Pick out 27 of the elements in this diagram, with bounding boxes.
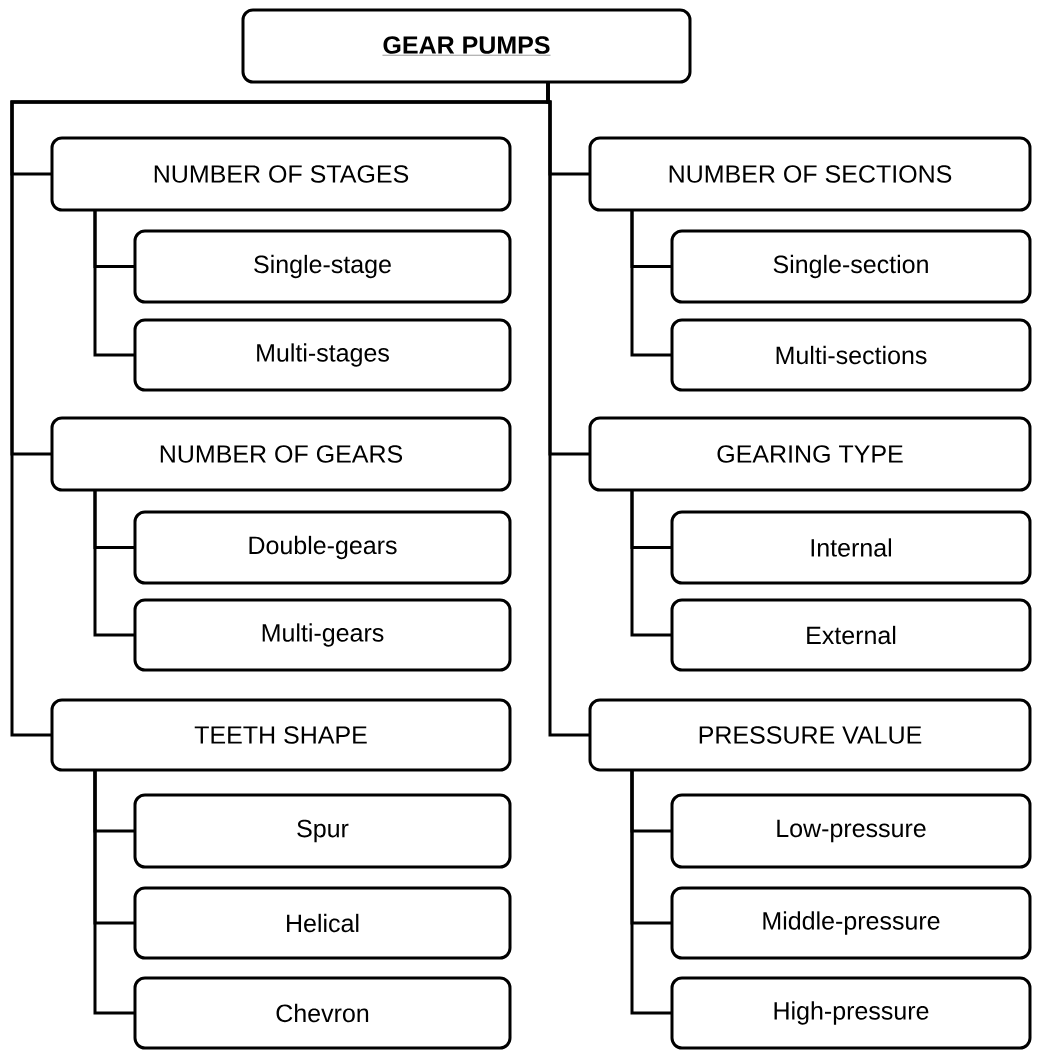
item-box: Single-stage <box>133 229 512 304</box>
item-box: Middle-pressure <box>670 886 1032 960</box>
item-box: High-pressure <box>670 976 1032 1050</box>
item-box: Internal <box>670 510 1032 585</box>
item-box: Helical <box>133 886 512 960</box>
item-box: External <box>670 598 1032 672</box>
category-box: GEARING TYPE <box>588 416 1032 492</box>
connector-line <box>93 210 135 357</box>
item-box: Multi-stages <box>133 318 512 392</box>
connector-line <box>630 210 672 357</box>
category-box: NUMBER OF GEARS <box>50 416 512 492</box>
category-box: NUMBER OF STAGES <box>50 136 512 212</box>
category-box: PRESSURE VALUE <box>588 698 1032 772</box>
connector-line <box>93 770 135 1015</box>
connector-line <box>93 490 135 637</box>
item-box: Double-gears <box>133 510 512 585</box>
connector-line <box>630 770 672 1015</box>
item-box: Single-section <box>670 229 1032 304</box>
item-box: Multi-sections <box>670 318 1032 392</box>
connector-line <box>630 490 672 637</box>
item-box: Multi-gears <box>133 598 512 672</box>
item-box: Low-pressure <box>670 793 1032 869</box>
title-box: GEAR PUMPS <box>241 8 692 84</box>
category-box: TEETH SHAPE <box>50 698 512 772</box>
item-box: Chevron <box>133 976 512 1050</box>
category-box: NUMBER OF SECTIONS <box>588 136 1032 212</box>
item-box: Spur <box>133 793 512 869</box>
